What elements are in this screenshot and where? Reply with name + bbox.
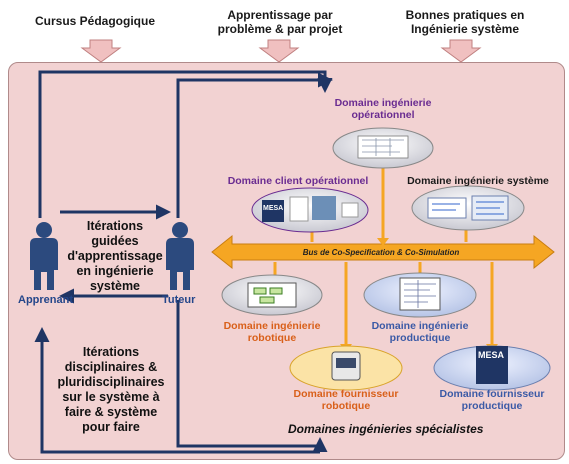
label-robotique: Domaine ingénierie robotique <box>223 320 321 344</box>
bonnes-pratiques-label: Bonnes pratiques en Ingénierie système <box>405 8 525 36</box>
label-operationnel: Domaine ingénierie opérationnel <box>334 97 432 121</box>
label-client: Domaine client opérationnel <box>227 175 369 187</box>
iterations-disciplinaires: Itérations disciplinaires & pluridiscipl… <box>57 345 165 434</box>
input-arrow-apprentissage <box>258 39 300 63</box>
tuteur-icon <box>166 222 194 290</box>
loop-arrows <box>34 70 333 454</box>
main-panel <box>8 62 565 460</box>
label-systeme: Domaine ingénierie système <box>407 175 549 187</box>
bus-label: Bus de Co-Specification & Co-Simulation <box>302 248 460 257</box>
input-arrow-cursus <box>80 39 122 63</box>
mesa-logo-small: MESA <box>263 205 284 212</box>
apprentissage-label: Apprentissage par problème & par projet <box>217 8 343 36</box>
tuteur-label: Tuteur <box>162 294 196 306</box>
cursus-label: Cursus Pédagogique <box>34 14 156 28</box>
specialistes-caption: Domaines ingénieries spécialistes <box>288 422 484 436</box>
mesa-logo: MESA <box>478 350 505 360</box>
ellipse-robotique <box>221 274 323 316</box>
input-arrow-bonnes-pratiques <box>440 39 482 63</box>
ellipse-fournisseur-robotique <box>289 345 403 391</box>
ellipse-operationnel <box>332 127 434 169</box>
ellipse-fournisseur-productique <box>433 345 551 391</box>
ellipse-productique <box>363 272 477 318</box>
label-productique: Domaine ingénierie productique <box>371 320 469 344</box>
label-fournisseur-robotique: Domaine fournisseur robotique <box>293 388 399 412</box>
ellipse-systeme <box>411 185 525 231</box>
ellipse-client <box>251 187 369 233</box>
label-fournisseur-productique: Domaine fournisseur productique <box>439 388 545 412</box>
bus-arrow <box>211 234 555 270</box>
apprenant-label: Apprenant <box>18 294 73 306</box>
apprenant-icon <box>30 222 58 290</box>
iterations-guidees: Itérations guidées d'apprentissage en in… <box>67 219 163 293</box>
